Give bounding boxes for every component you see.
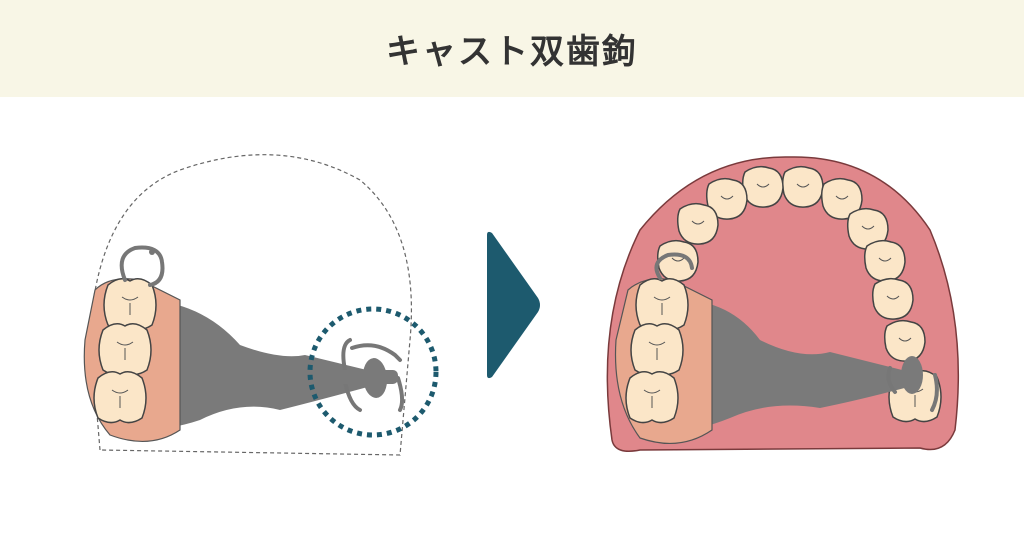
cast-double-clasp bbox=[338, 340, 402, 410]
title-banner: キャスト双歯鉤 bbox=[0, 0, 1024, 97]
illustration-area bbox=[0, 97, 1024, 538]
page-title: キャスト双歯鉤 bbox=[386, 24, 638, 73]
denture-in-mouth-right bbox=[607, 157, 958, 451]
right-triangle-arrow-icon bbox=[487, 232, 540, 378]
denture-illustration bbox=[0, 97, 1024, 538]
partial-denture-left bbox=[84, 155, 436, 455]
